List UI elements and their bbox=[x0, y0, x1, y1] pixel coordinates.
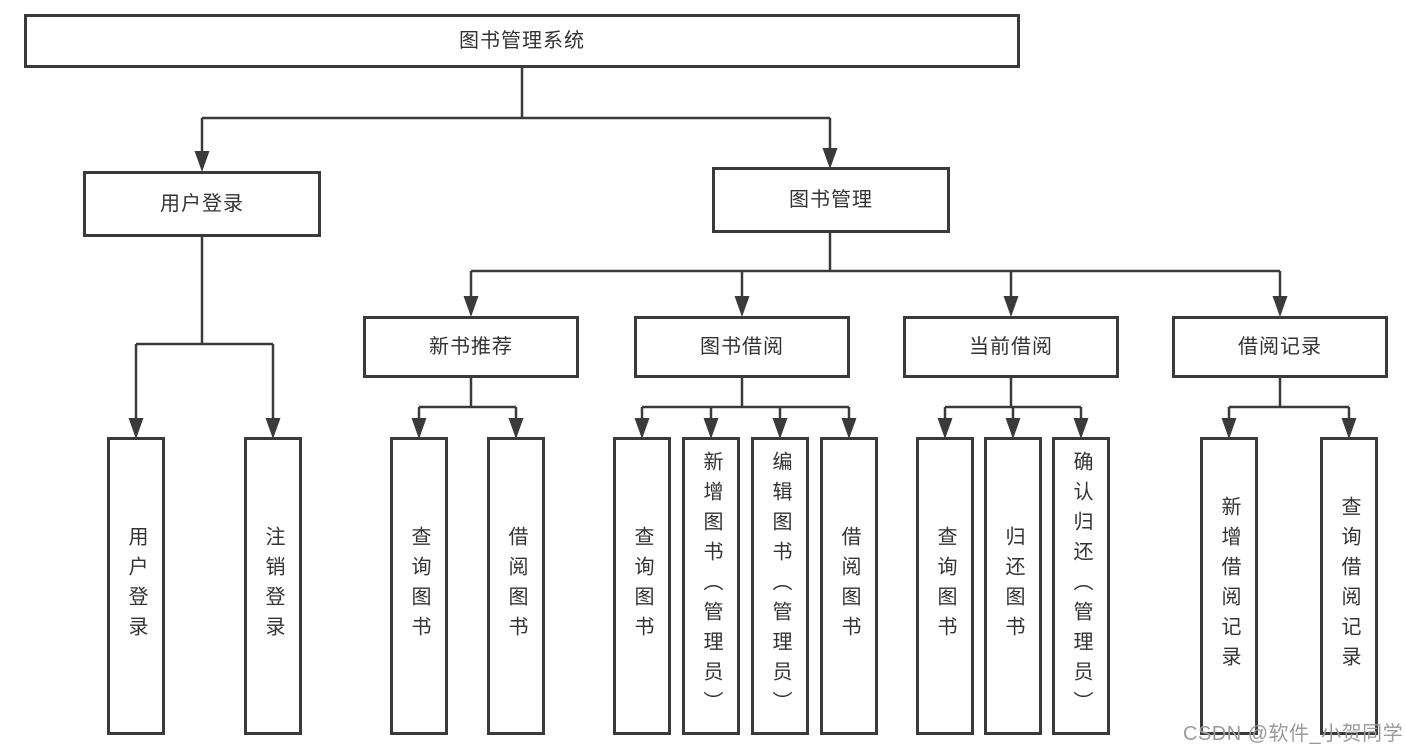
node-current-borrowing: 当前借阅 bbox=[903, 316, 1119, 378]
leaf-query-books-current: 查询图书 bbox=[916, 437, 974, 735]
leaf-user-login: 用户登录 bbox=[107, 437, 165, 735]
node-new-book-recommend: 新书推荐 bbox=[363, 316, 579, 378]
leaf-edit-book-admin: 编辑图书（管理员） bbox=[751, 437, 809, 735]
leaf-query-borrow-record: 查询借阅记录 bbox=[1320, 437, 1378, 735]
leaf-query-books-recommend: 查询图书 bbox=[390, 437, 448, 735]
node-system-root: 图书管理系统 bbox=[24, 14, 1020, 68]
leaf-logout: 注销登录 bbox=[244, 437, 302, 735]
leaf-borrow-books: 借阅图书 bbox=[820, 437, 878, 735]
leaf-confirm-return-admin: 确认归还（管理员） bbox=[1052, 437, 1110, 735]
csdn-watermark: CSDN @软件_小贺同学 bbox=[1183, 723, 1404, 745]
node-book-borrowing: 图书借阅 bbox=[634, 316, 850, 378]
node-borrow-records: 借阅记录 bbox=[1172, 316, 1388, 378]
node-book-management: 图书管理 bbox=[712, 167, 950, 233]
leaf-borrow-books-recommend: 借阅图书 bbox=[487, 437, 545, 735]
leaf-add-book-admin: 新增图书（管理员） bbox=[682, 437, 740, 735]
node-user-login: 用户登录 bbox=[83, 171, 321, 237]
leaf-return-books: 归还图书 bbox=[984, 437, 1042, 735]
leaf-add-borrow-record: 新增借阅记录 bbox=[1200, 437, 1258, 735]
leaf-query-books-borrowing: 查询图书 bbox=[613, 437, 671, 735]
